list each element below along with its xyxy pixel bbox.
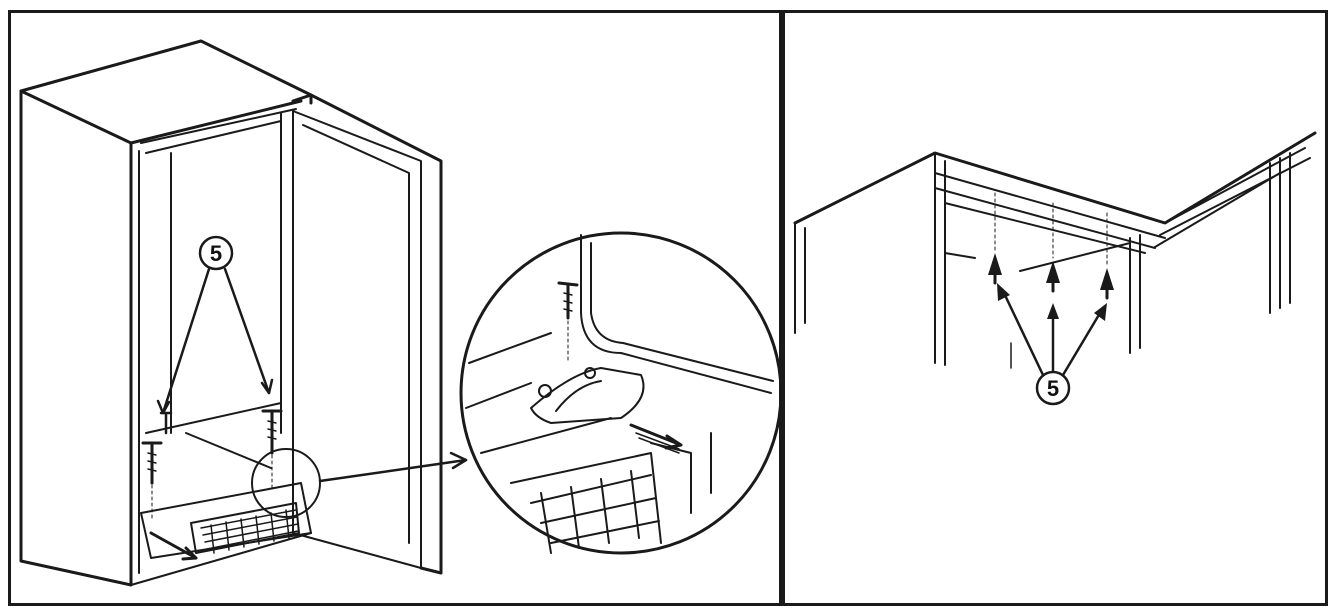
detail-magnified-circle — [459, 231, 779, 555]
callout-label: 5 — [210, 241, 222, 266]
left-panel: 5 — [8, 10, 782, 606]
fridge-cabinet — [19, 39, 313, 587]
screw-icon — [988, 192, 1002, 285]
left-illustration: 5 — [19, 39, 779, 587]
callout-5: 5 — [156, 235, 274, 415]
cabinet-top — [793, 131, 1317, 366]
screw-icon — [141, 441, 163, 519]
callout-5: 5 — [997, 283, 1107, 406]
detail-source-circle — [251, 448, 468, 518]
right-illustration: 5 — [793, 131, 1317, 406]
fridge-door — [280, 93, 443, 575]
screw-icon — [1100, 212, 1114, 300]
callout-label: 5 — [1047, 376, 1059, 401]
screw-icon — [261, 409, 283, 489]
screw-icon — [1046, 202, 1060, 293]
bottom-grille — [140, 482, 312, 561]
right-panel: 5 — [782, 10, 1328, 606]
